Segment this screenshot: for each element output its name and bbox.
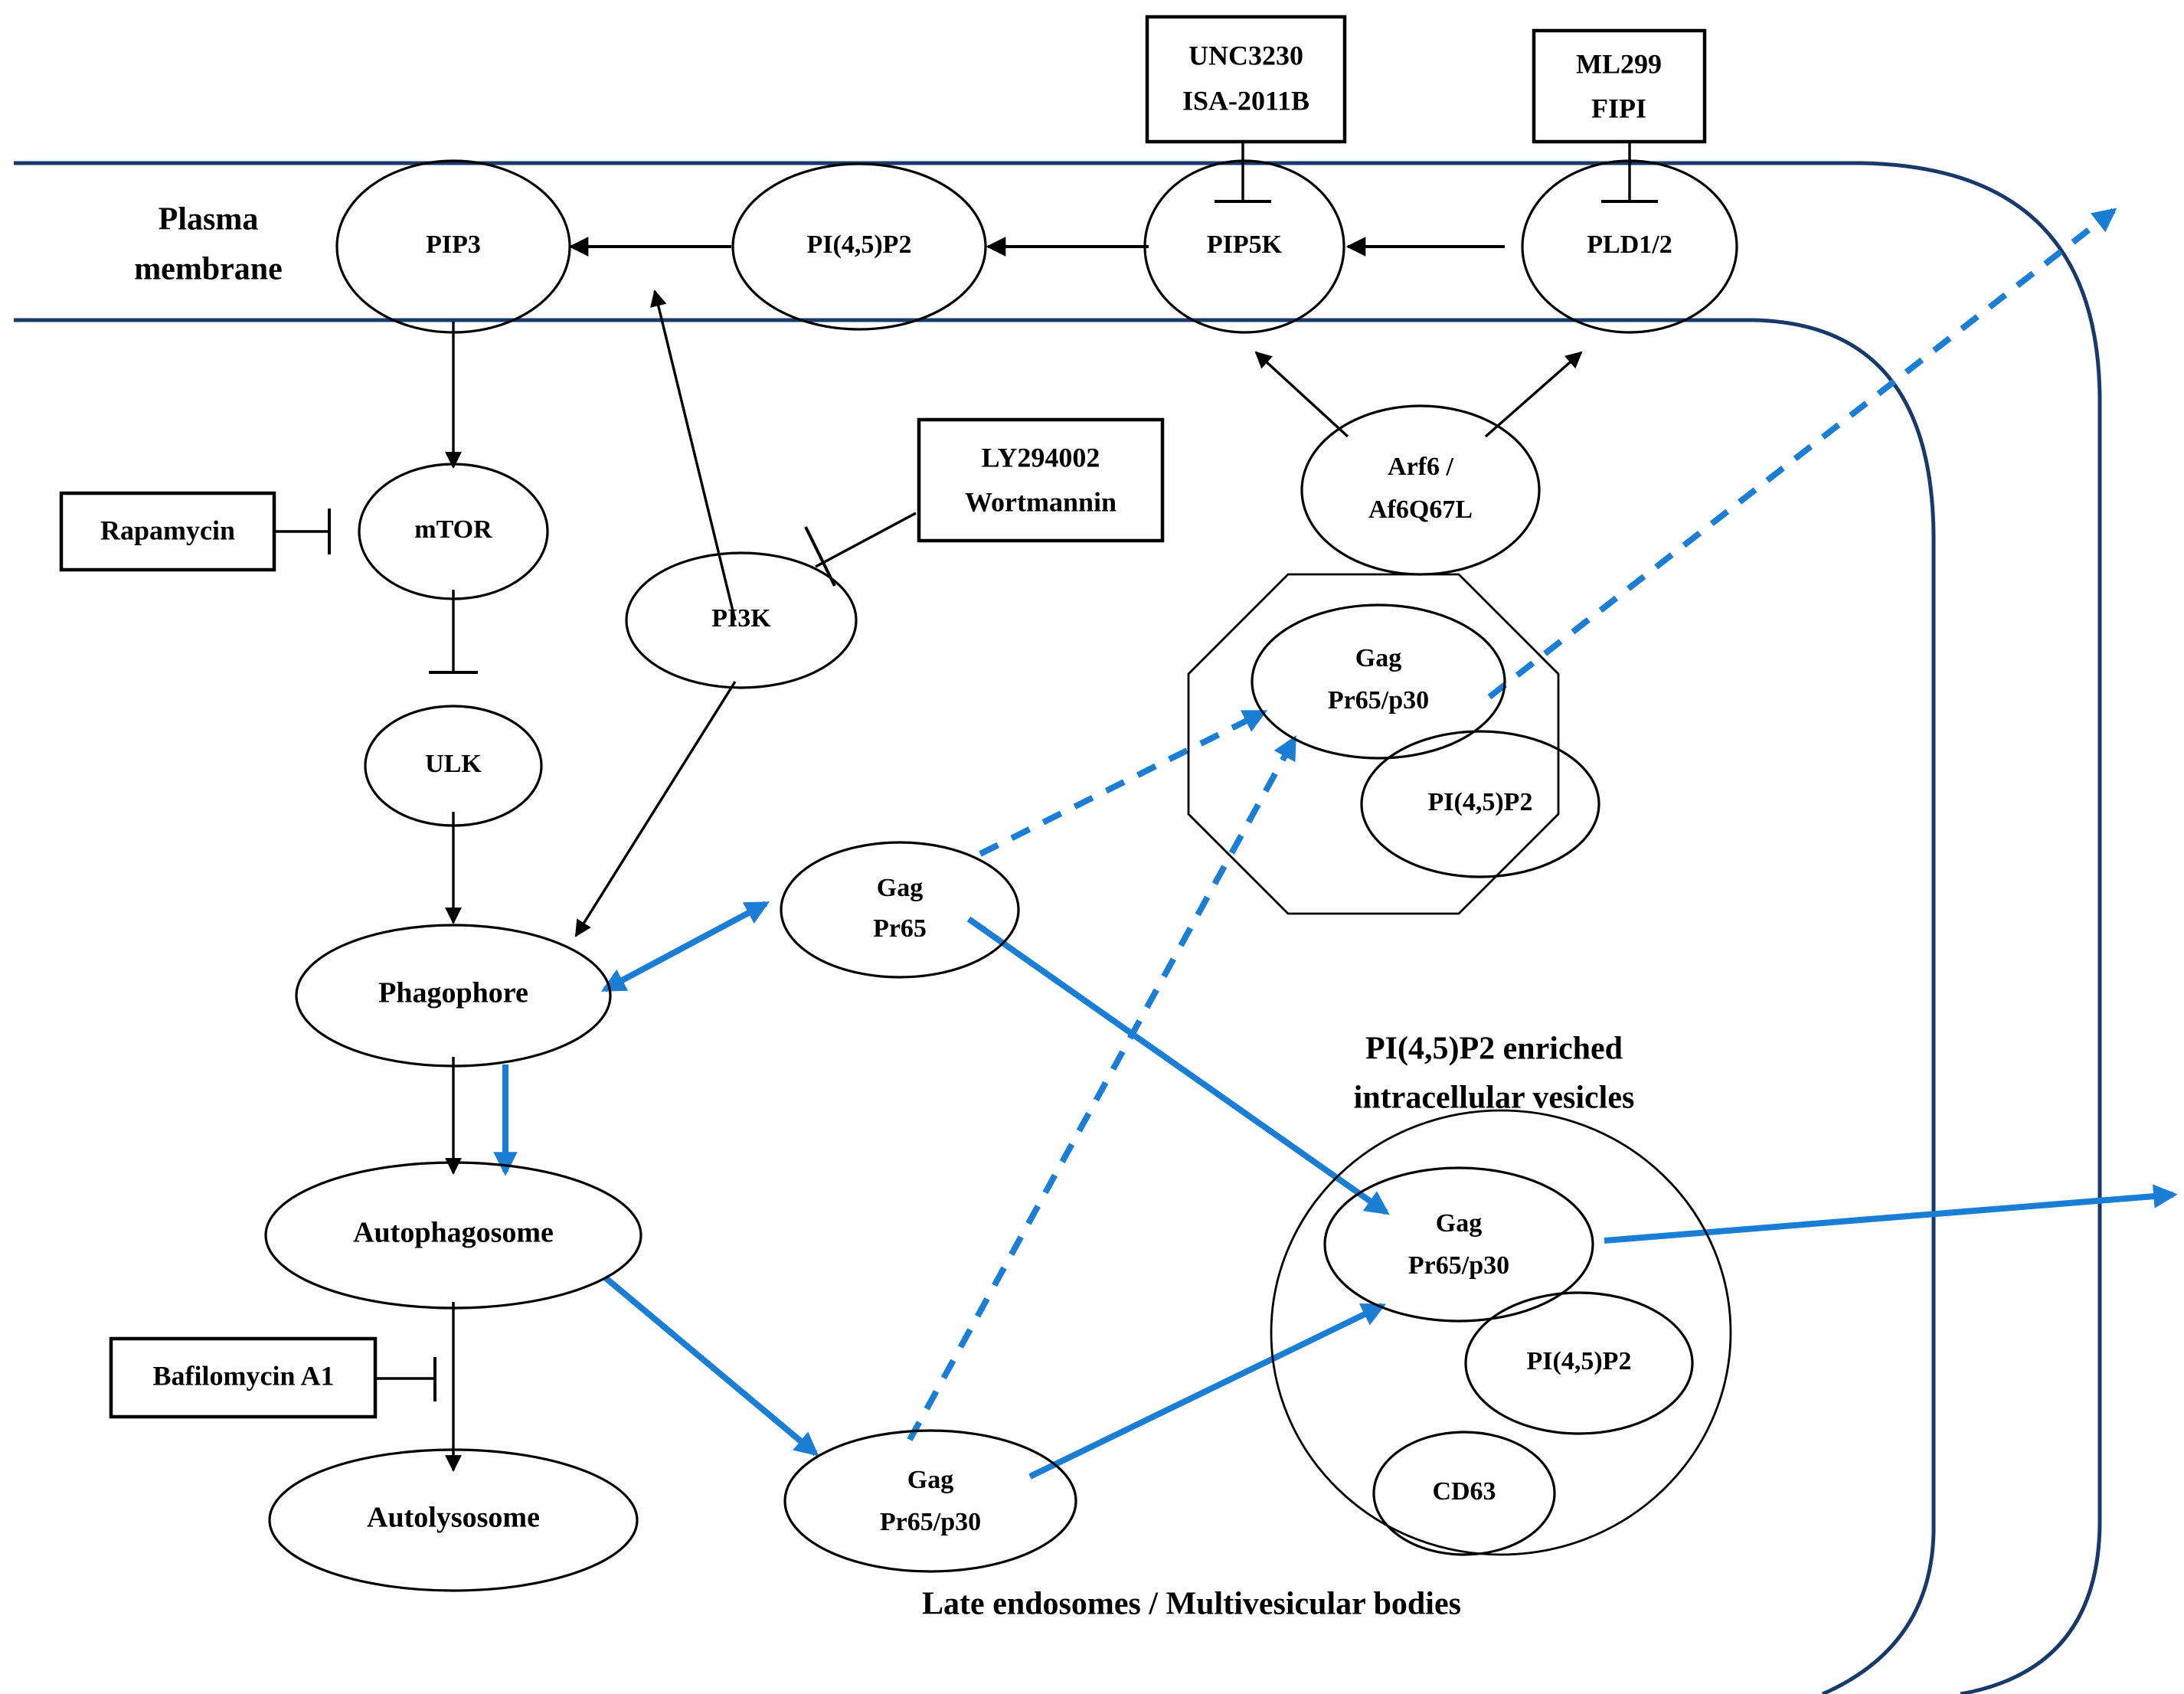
- node-label-gag-pr65-line1: Gag: [877, 874, 923, 902]
- node-ellipse-pi45p2-vesicle[interactable]: [1360, 730, 1600, 878]
- node-ellipse-mtor[interactable]: [358, 463, 549, 600]
- edge-vesicle-release-dashed: [1487, 208, 2117, 700]
- plasma-membrane-outer-line: [14, 161, 2102, 1694]
- drug-label-ml299-line1: ML299: [1576, 48, 1662, 79]
- node-label-mtor: mTOR: [414, 515, 492, 544]
- cell-boundary-group: [14, 161, 2102, 1694]
- node-label-pi45p2-vesicle: PI(4,5)P2: [1428, 788, 1533, 816]
- node-ellipse-pip5k[interactable]: [1143, 159, 1345, 334]
- edge-autophagosome-to-gag-free: [603, 1274, 819, 1457]
- node-label-gag-vesicle-line2: Pr65/p30: [1328, 686, 1429, 715]
- edge-mvb-release: [1604, 1184, 2178, 1244]
- edge-arf6-to-pld12: [1484, 351, 1583, 438]
- drug-box-ml299[interactable]: [1532, 28, 1707, 144]
- node-ellipse-pi3k[interactable]: [625, 551, 858, 689]
- node-ellipse-arf6[interactable]: [1300, 404, 1541, 576]
- node-ellipse-pld12[interactable]: [1521, 159, 1738, 334]
- drug-box-ly294002[interactable]: [917, 417, 1165, 543]
- node-label-phagophore: Phagophore: [378, 977, 528, 1009]
- edge-gag-free-to-mvb: [1028, 1303, 1387, 1480]
- drug-box-rapamycin[interactable]: [59, 491, 276, 572]
- edge-phagophore-gag-pr65-bidirectional: [600, 901, 770, 993]
- drug-label-ly294002-line2: Wortmannin: [965, 486, 1117, 517]
- node-label-pi45p2-pm: PI(4,5)P2: [807, 231, 912, 259]
- edge-gag-pr65-to-vesicle-dashed: [979, 709, 1268, 857]
- node-ellipse-gag-pr65p30-mvb[interactable]: [1323, 1166, 1594, 1323]
- node-ellipse-gag-pr65[interactable]: [780, 841, 1020, 979]
- node-ellipse-pi45p2-mvb[interactable]: [1464, 1291, 1694, 1435]
- node-label-ulk: ULK: [425, 750, 482, 778]
- node-ellipse-pi45p2-pm[interactable]: [731, 162, 987, 331]
- node-label-gag-pr65-line2: Pr65: [873, 914, 927, 943]
- node-ellipse-pip3[interactable]: [335, 159, 571, 334]
- node-ellipse-autophagosome[interactable]: [264, 1161, 642, 1310]
- edge-ly294002-inhibits-pi3k: [815, 512, 917, 568]
- node-ellipse-phagophore[interactable]: [295, 924, 612, 1068]
- node-label-arf6-line1: Arf6 /: [1388, 453, 1453, 481]
- edge-arf6-to-pip5k: [1254, 351, 1349, 438]
- node-label-pip5k: PIP5K: [1207, 231, 1283, 259]
- drug-label-ly294002-line1: LY294002: [982, 442, 1100, 473]
- node-label-gag-vesicle-line1: Gag: [1355, 644, 1401, 672]
- node-ellipse-gag-pr65p30-vesicle[interactable]: [1251, 603, 1506, 760]
- edge-gag-free-to-vesicle-dashed: [907, 734, 1297, 1441]
- node-label-autolysosome: Autolysosome: [367, 1502, 540, 1534]
- late-endosome-caption: Late endosomes / Multivesicular bodies: [922, 1587, 1461, 1622]
- node-label-autophagosome: Autophagosome: [353, 1217, 554, 1249]
- node-label-gag-mvb-line1: Gag: [1436, 1209, 1482, 1238]
- drug-label-bafilomycin: Bafilomycin A1: [152, 1360, 334, 1391]
- plasma-membrane-label-line1: Plasma: [159, 202, 259, 237]
- node-label-gag-free-line1: Gag: [907, 1466, 953, 1494]
- blue-edges-group: vesicle Gag --> vesicle Gag --> out of c…: [493, 208, 2178, 1480]
- node-ellipse-autolysosome[interactable]: [268, 1448, 639, 1592]
- edge-gag-pr65-to-mvb: [966, 916, 1390, 1215]
- node-ellipse-ulk[interactable]: [364, 705, 543, 827]
- drug-box-unc3230[interactable]: [1145, 15, 1347, 144]
- node-label-pld12: PLD1/2: [1587, 231, 1672, 259]
- node-label-arf6-line2: Af6Q67L: [1368, 495, 1473, 524]
- drug-label-ml299-line2: FIPI: [1591, 93, 1646, 123]
- node-label-gag-free-line2: Pr65/p30: [880, 1508, 981, 1536]
- node-ellipse-gag-pr65p30-free[interactable]: [783, 1429, 1077, 1573]
- drug-label-unc3230-line2: ISA-2011B: [1182, 85, 1309, 116]
- drug-box-bafilomycin[interactable]: [109, 1336, 378, 1419]
- node-label-pi3k: PI3K: [711, 604, 771, 633]
- plasma-membrane-inner-line: [14, 318, 1936, 1694]
- edge-pi3k-to-phagophore: [574, 681, 737, 937]
- node-label-gag-mvb-line2: Pr65/p30: [1408, 1251, 1509, 1280]
- node-label-cd63: CD63: [1432, 1477, 1496, 1506]
- node-label-pip3: PIP3: [426, 231, 481, 259]
- node-label-pi45p2-mvb: PI(4,5)P2: [1527, 1347, 1632, 1375]
- edge-pi3k-to-pip3: [650, 289, 737, 621]
- plasma-membrane-label-line2: membrane: [134, 252, 283, 287]
- black-edges-group: [274, 142, 1658, 1472]
- vesicle-caption-line1: PI(4,5)P2 enriched: [1365, 1032, 1623, 1067]
- drug-label-unc3230-line1: UNC3230: [1188, 40, 1303, 70]
- node-ellipse-cd63[interactable]: [1372, 1431, 1556, 1556]
- intracellular-vesicle-octagon: [1187, 573, 1560, 915]
- drug-label-rapamycin: Rapamycin: [100, 515, 235, 545]
- multivesicular-body-outline: [1270, 1109, 1732, 1556]
- vesicle-caption-line2: intracellular vesicles: [1354, 1081, 1635, 1116]
